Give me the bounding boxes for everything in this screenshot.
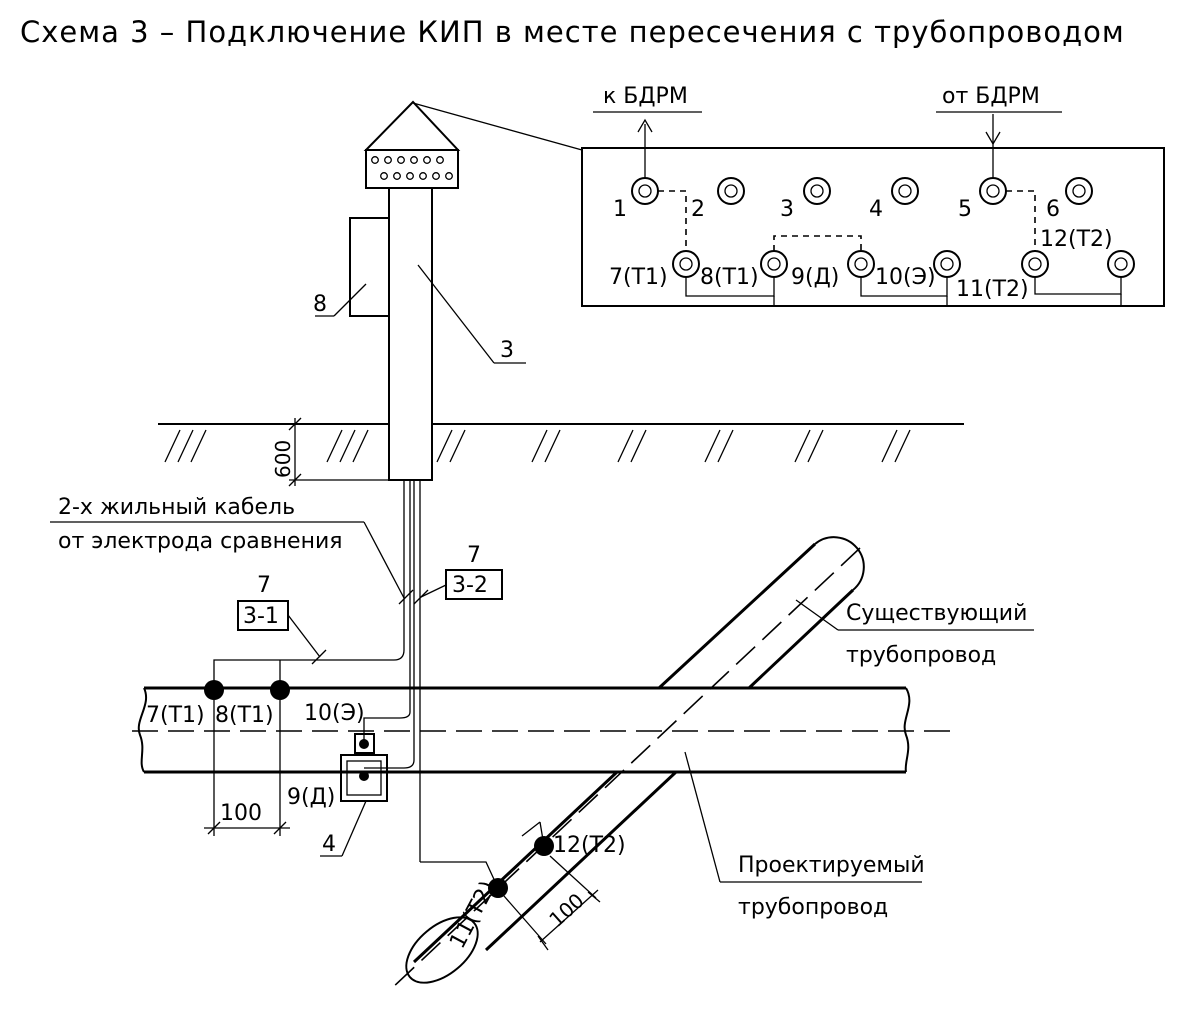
pipe-label-t2b: 12(Т2) — [553, 833, 626, 858]
pipe-label-d: 9(Д) — [287, 785, 335, 810]
terminal-label-8: 8(Т1) — [700, 265, 759, 290]
reference-electrode — [340, 733, 388, 802]
existing-pipe-label-2: трубопровод — [846, 643, 996, 668]
post-body — [388, 187, 433, 481]
terminal-box: к БДРМ от БДРМ 1 2 3 4 5 6 — [412, 84, 1165, 307]
measurement-post: 8 3 — [313, 100, 526, 481]
link-9-10 — [860, 277, 948, 297]
post-cap — [365, 149, 459, 189]
terminal-label-1: 1 — [613, 197, 627, 222]
cable-left-code: 3-1 — [243, 604, 279, 629]
from-bdrm-label: от БДРМ — [942, 84, 1040, 109]
terminal-10 — [933, 250, 961, 278]
side-box-label: 8 — [313, 292, 327, 317]
jumper-1-7 — [658, 190, 687, 251]
terminal-8 — [760, 250, 788, 278]
designed-pipe-label-1: Проектируемый — [738, 853, 925, 878]
cable-label-line2: от электрода сравнения — [58, 529, 343, 554]
cable-right-code: 3-2 — [452, 573, 488, 598]
terminal-label-5: 5 — [958, 197, 972, 222]
cable-right-number: 7 — [467, 543, 481, 568]
diagram-title: Схема 3 – Подключение КИП в месте пересе… — [20, 15, 1125, 49]
electrode-label: 4 — [322, 832, 336, 857]
terminal-6 — [1065, 177, 1093, 205]
pipe-label-t1b: 8(Т1) — [215, 703, 274, 728]
existing-pipe — [389, 536, 865, 991]
terminal-2 — [717, 177, 745, 205]
pipe-label-e: 10(Э) — [304, 701, 365, 726]
existing-pipe-label-1: Существующий — [846, 601, 1027, 626]
terminal-11 — [1021, 250, 1049, 278]
terminal-1 — [631, 177, 659, 205]
dimension-left: 100 — [204, 700, 290, 836]
depth-value: 600 — [271, 440, 295, 478]
designed-pipe — [132, 686, 960, 774]
terminal-label-4: 4 — [869, 197, 883, 222]
terminal-12 — [1107, 250, 1135, 278]
cable-label-line1: 2-х жильный кабель — [58, 495, 295, 520]
contact-t2b — [534, 836, 554, 856]
post-label: 3 — [500, 338, 514, 363]
link-11-12 — [1034, 277, 1122, 295]
contact-t1a — [204, 680, 224, 700]
terminal-label-11: 11(Т2) — [956, 277, 1029, 302]
terminal-label-7: 7(Т1) — [609, 265, 668, 290]
terminal-label-3: 3 — [780, 197, 794, 222]
terminal-5 — [979, 177, 1007, 205]
contact-t1b — [270, 680, 290, 700]
contact-t2a — [488, 878, 508, 898]
cables — [213, 480, 545, 889]
terminal-9 — [847, 250, 875, 278]
dimension-right-value: 100 — [544, 888, 588, 931]
terminal-label-2: 2 — [691, 197, 705, 222]
terminal-label-6: 6 — [1046, 197, 1060, 222]
jumper-5-11 — [1006, 190, 1036, 251]
terminal-label-9: 9(Д) — [791, 265, 839, 290]
depth-dimension: 600 — [271, 417, 389, 487]
designed-pipe-label-2: трубопровод — [738, 895, 888, 920]
link-7-8 — [685, 277, 775, 297]
terminal-7 — [672, 250, 700, 278]
pipe-label-t1a: 7(Т1) — [146, 703, 205, 728]
jumper-8-10 — [773, 235, 862, 251]
cable-left-number: 7 — [257, 573, 271, 598]
terminal-4 — [891, 177, 919, 205]
terminal-label-10: 10(Э) — [875, 265, 936, 290]
side-box — [349, 217, 390, 317]
to-bdrm-label: к БДРМ — [603, 84, 688, 109]
terminal-label-12: 12(Т2) — [1040, 227, 1113, 252]
cap-vent-holes — [371, 156, 453, 180]
terminal-3 — [803, 177, 831, 205]
dimension-left-value: 100 — [220, 801, 262, 826]
